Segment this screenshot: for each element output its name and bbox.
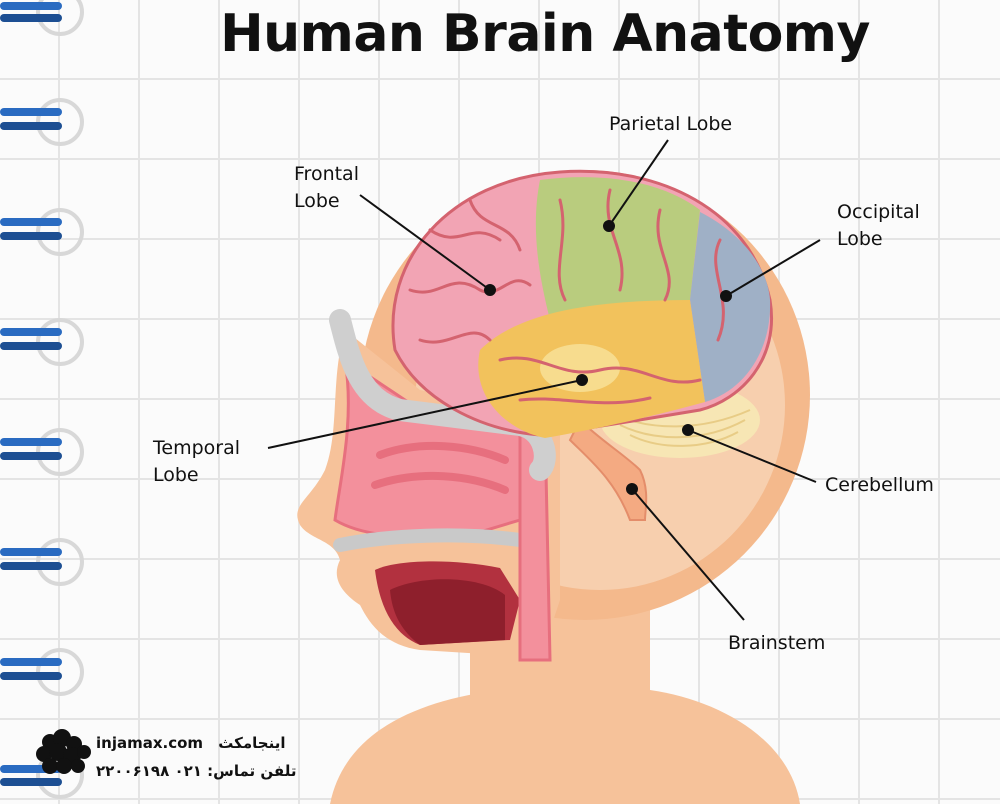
tongue (390, 579, 505, 645)
label-brainstem: Brainstem (728, 632, 826, 654)
nasal-turbinate (371, 471, 509, 494)
label-occipital-lobe: Occipital Lobe (837, 201, 920, 250)
gyri-lines (408, 188, 725, 405)
page-title: Human Brain Anatomy (220, 4, 870, 64)
binding-ring (0, 648, 84, 696)
brand-phone: تلفن تماس: ۰۲۱ ۲۲۰۰۶۱۹۸ (96, 762, 297, 780)
brand-row: injamax.com اینجامکث (96, 729, 296, 757)
label-frontal-lobe: Frontal Lobe (294, 163, 359, 212)
brand-name: اینجامکث (218, 734, 286, 752)
skull-base (329, 309, 556, 481)
label-parietal-lobe: Parietal Lobe (609, 113, 733, 135)
palate-bone (333, 528, 527, 552)
label-cerebellum: Cerebellum (825, 474, 934, 496)
leader-lines (267, 139, 821, 621)
binding-ring (0, 208, 84, 256)
binding-ring (0, 428, 84, 476)
label-temporal-lobe: Temporal Lobe (153, 437, 240, 486)
shoulders (330, 690, 800, 804)
brand-site[interactable]: injamax.com (96, 734, 204, 752)
brand-block: injamax.com اینجامکث تلفن تماس: ۰۲۱ ۲۲۰۰… (96, 729, 296, 785)
nasal-turbinate (376, 441, 509, 464)
brainstem-shape (568, 418, 648, 521)
occipital-region (690, 212, 771, 402)
logo-icon (36, 729, 91, 774)
binding-ring (0, 98, 84, 146)
binding-ring (0, 318, 84, 366)
binding-ring (0, 538, 84, 586)
binding-ring (0, 0, 84, 36)
